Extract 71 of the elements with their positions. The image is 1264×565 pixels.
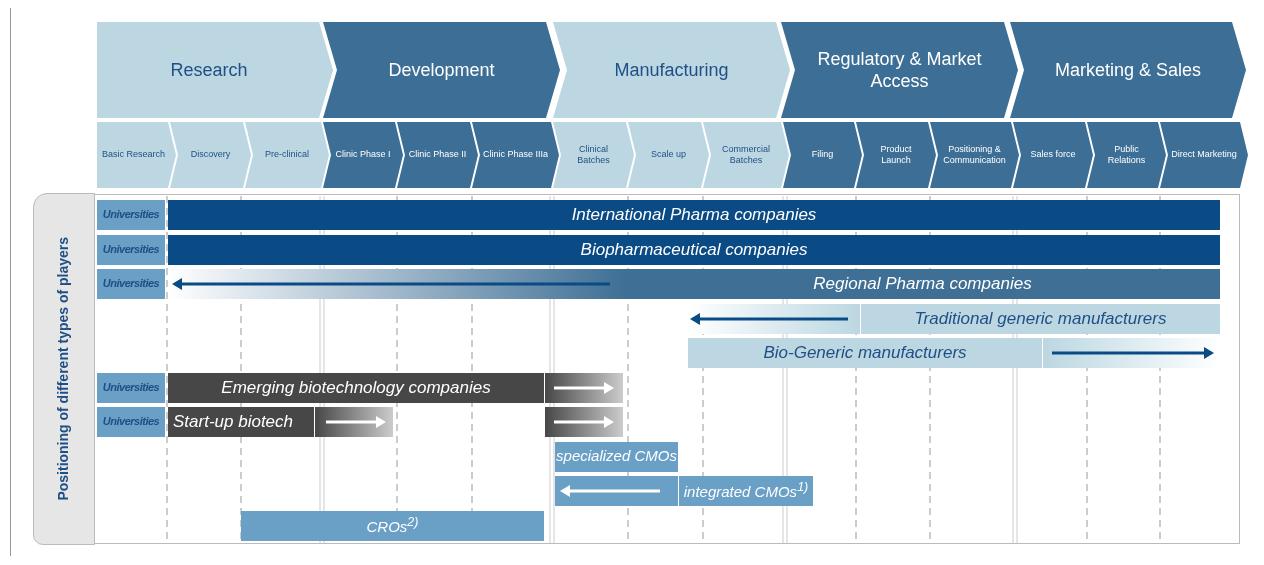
player-label: Universities <box>102 242 160 257</box>
player-bar <box>241 510 544 541</box>
step-label: Product Launch <box>879 143 913 167</box>
value-chain-step <box>1013 122 1093 188</box>
step-label: Pre-clinical <box>265 149 309 161</box>
step-label: Clinic Phase IIIa <box>483 149 548 161</box>
player-bar <box>97 269 165 299</box>
step-label: Discovery <box>190 149 231 161</box>
value-chain-stage <box>1010 22 1246 118</box>
value-chain-stage <box>553 22 790 118</box>
value-chain-stage <box>781 22 1018 118</box>
player-bar <box>97 234 165 265</box>
player-bar <box>688 338 1042 368</box>
value-chain-step <box>245 122 329 188</box>
stage-label: Marketing & Sales <box>1054 58 1202 82</box>
value-chain-step <box>397 122 478 188</box>
player-label: integrated CMOs$^{1)}$ <box>683 480 809 502</box>
player-bar <box>555 441 678 472</box>
value-chain-step <box>783 122 862 188</box>
step-label: Sales force <box>1030 149 1076 161</box>
player-label: Traditional generic manufacturers <box>914 307 1167 330</box>
step-label: Filing <box>811 149 834 161</box>
player-label: Bio-Generic manufacturers <box>763 342 967 364</box>
player-label: Regional Pharma companies <box>813 273 1032 295</box>
value-chain-step <box>628 122 709 188</box>
axis-title: Positioning of different types of players <box>55 237 73 501</box>
player-bar <box>168 372 544 403</box>
step-label: Public Relations <box>1106 143 1147 167</box>
value-chain-step <box>170 122 251 188</box>
player-label: Universities <box>102 277 160 291</box>
value-chain-step <box>1087 122 1166 188</box>
value-chain-step <box>472 122 559 188</box>
player-label: Universities <box>102 415 160 429</box>
player-label: Universities <box>102 208 160 222</box>
player-bar <box>168 234 1220 265</box>
player-label: Biopharmaceutical companies <box>580 238 808 261</box>
value-chain-stage <box>97 22 333 118</box>
value-chain-step <box>97 122 176 188</box>
player-label: CROs$^{2)}$ <box>366 514 419 537</box>
step-label: Scale up <box>651 149 686 161</box>
stage-label: Regulatory & Market Access <box>816 47 983 93</box>
step-label: Direct Marketing <box>1171 149 1237 161</box>
value-chain-stage <box>323 22 560 118</box>
player-bar <box>97 200 165 230</box>
step-label: Commercial Batches <box>721 143 771 167</box>
player-label: International Pharma companies <box>571 204 817 226</box>
value-chain-step <box>323 122 403 188</box>
value-chain-step <box>553 122 634 188</box>
player-label: Emerging biotechnology companies <box>221 376 491 399</box>
step-label: Positioning & Communication <box>942 143 1007 167</box>
side-tab <box>33 193 95 545</box>
step-label: Basic Research <box>102 149 165 161</box>
stage-label: Development <box>388 58 495 82</box>
value-chain-step <box>856 122 936 188</box>
player-label: specialized CMOs <box>556 447 677 466</box>
player-bar <box>168 407 314 437</box>
step-label: Clinic Phase II <box>408 149 467 161</box>
player-bar <box>97 407 165 437</box>
value-chain-step <box>930 122 1019 188</box>
step-label: Clinical Batches <box>576 143 611 167</box>
stage-label: Research <box>170 58 248 82</box>
player-bar <box>168 200 1220 230</box>
value-chain-step <box>1160 122 1248 188</box>
player-bar <box>97 372 165 403</box>
player-label: Start-up biotech <box>173 411 293 433</box>
player-label: Universities <box>102 380 160 395</box>
player-bar <box>625 269 1220 299</box>
step-label: Clinic Phase I <box>335 149 391 161</box>
stage-label: Manufacturing <box>614 58 729 82</box>
player-bar <box>861 303 1220 334</box>
value-chain-step <box>703 122 789 188</box>
